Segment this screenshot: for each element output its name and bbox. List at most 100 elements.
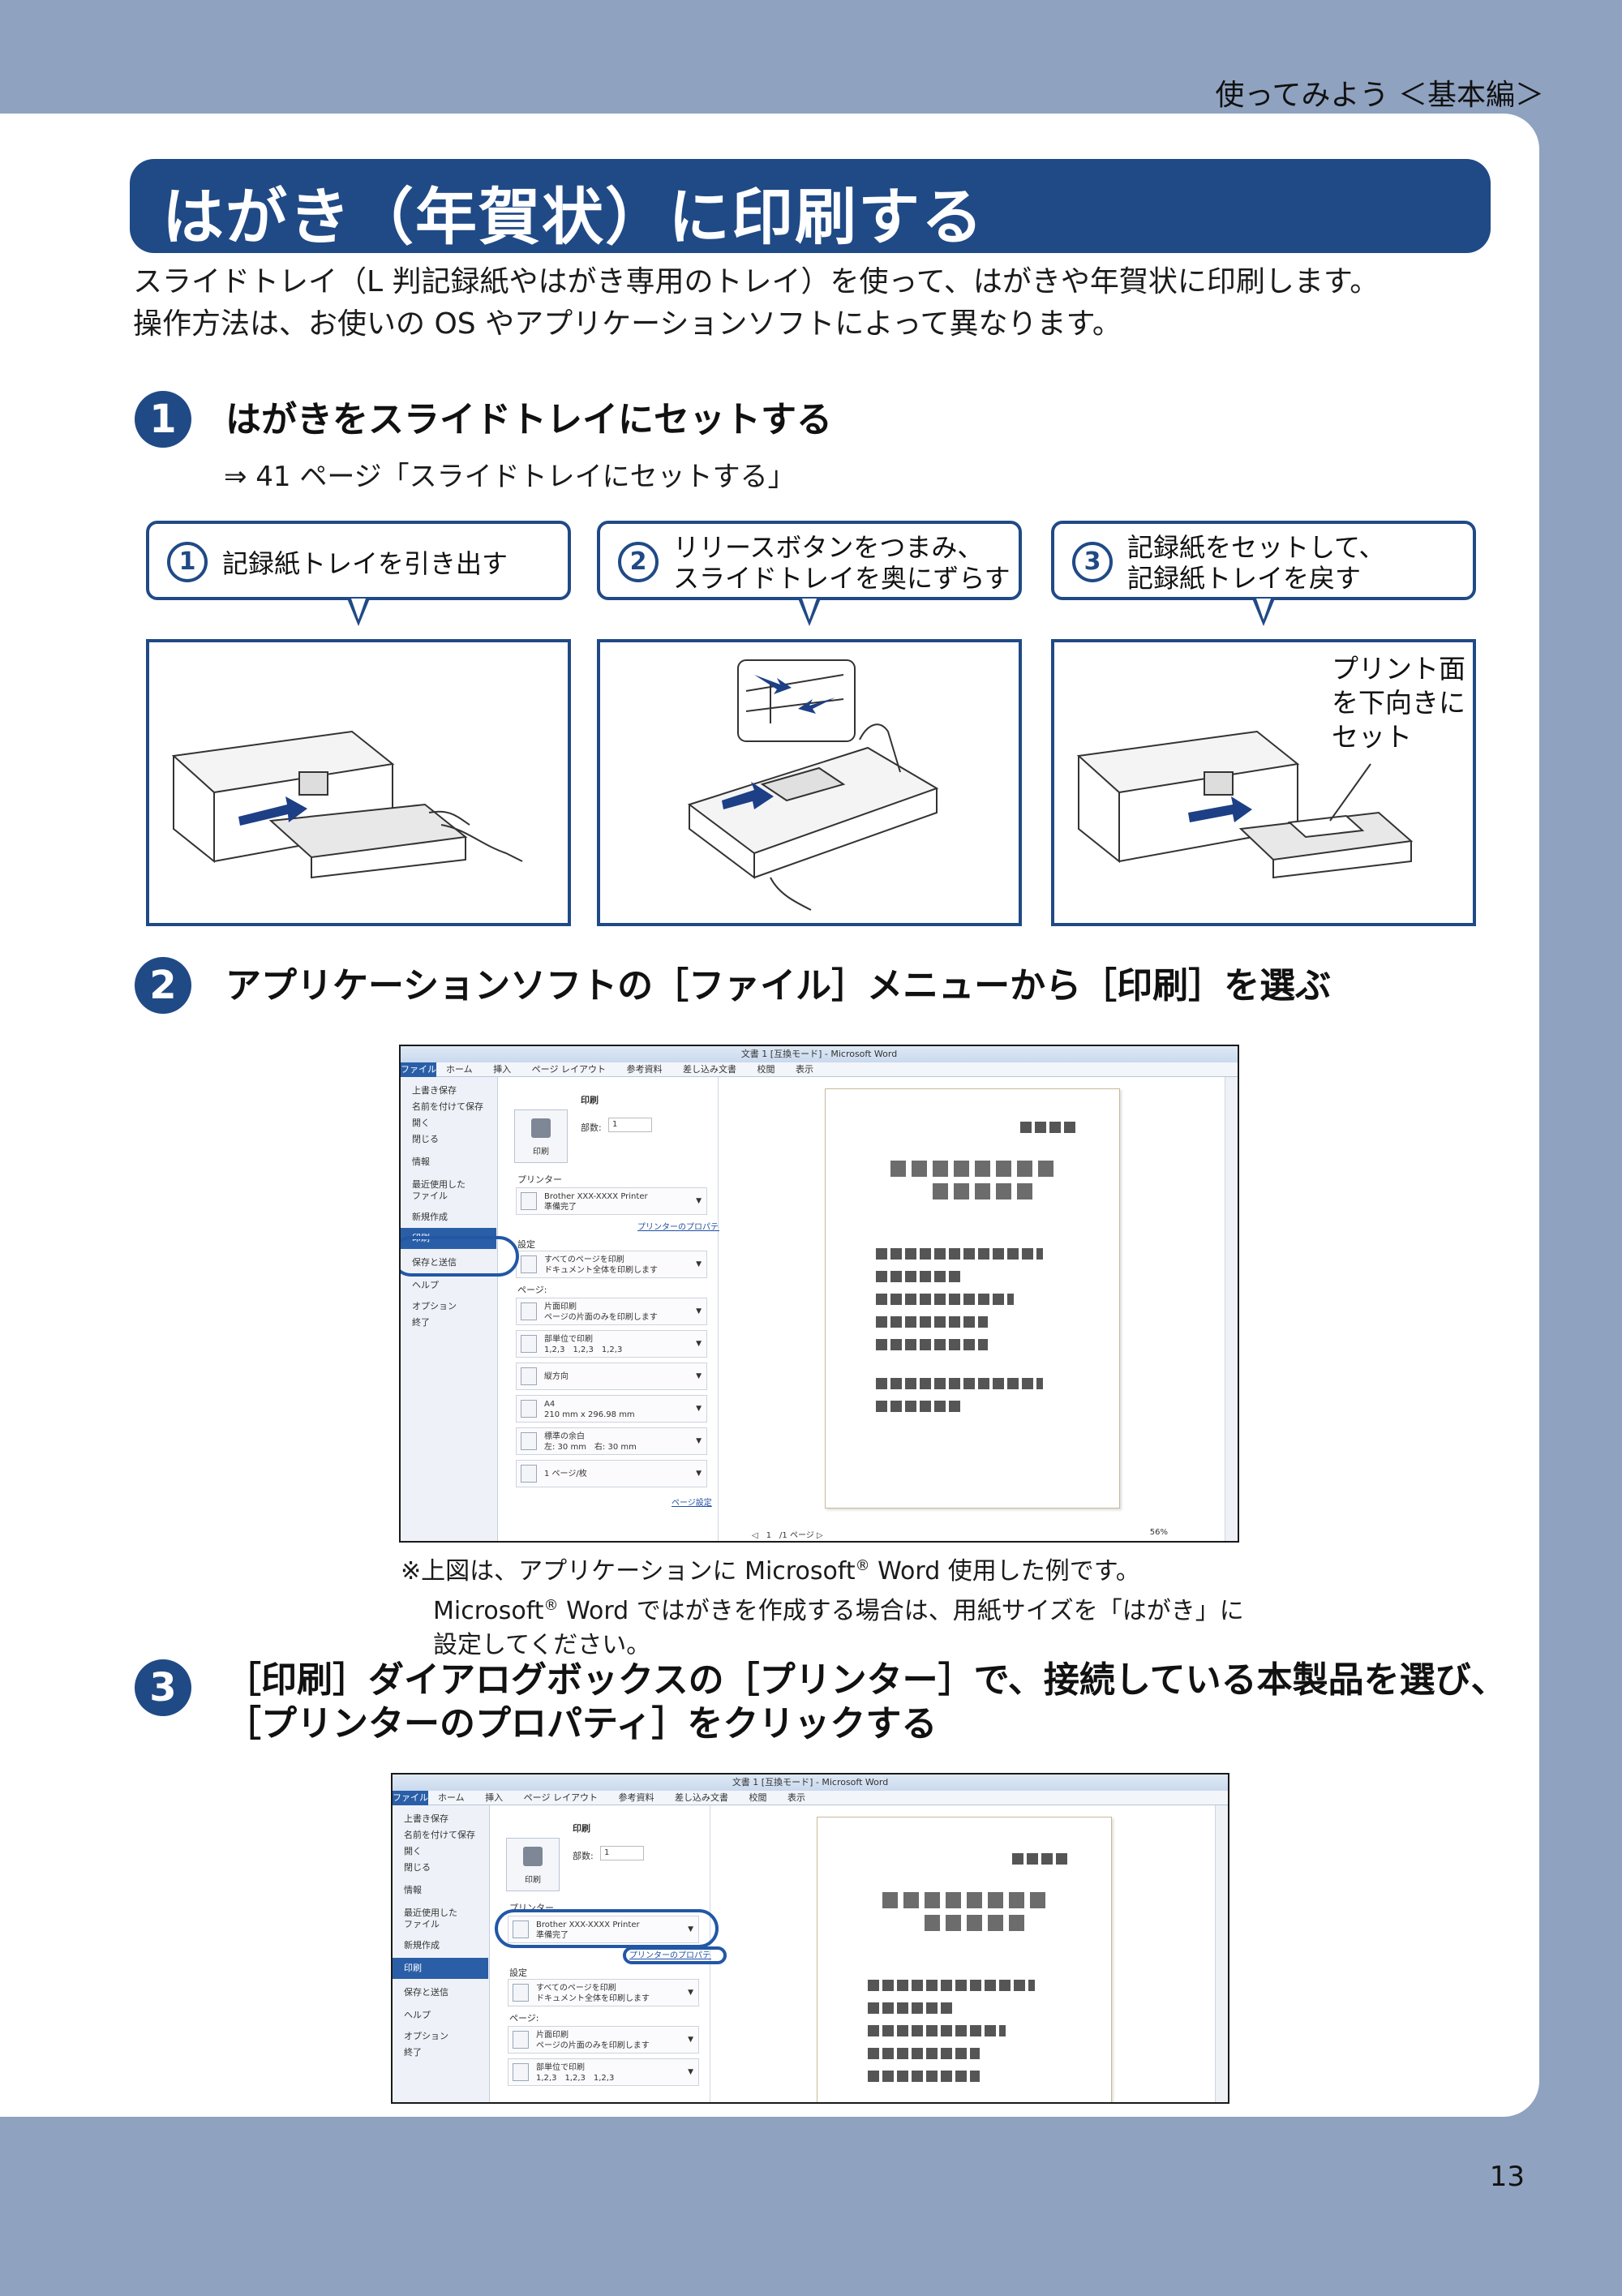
setting-margins[interactable]: 標準の余白左: 30 mm 右: 30 mm▼ [516, 1427, 707, 1455]
menu-save[interactable]: 上書き保存 [412, 1085, 457, 1096]
word-titlebar: 文書 1 [互換モード] - Microsoft Word [401, 1046, 1238, 1062]
bubble-2-number: 2 [618, 542, 659, 582]
print-side-label: プリント面 を下向きに セット [1332, 652, 1465, 754]
file-tab[interactable]: ファイル [393, 1791, 428, 1805]
word-window-1: 文書 1 [互換モード] - Microsoft Word ファイル ホーム 挿… [399, 1045, 1239, 1543]
printer-heading: プリンター [517, 1174, 562, 1185]
page-setup-link[interactable]: ページ設定 [672, 1499, 712, 1508]
bubble-1: 1 記録紙トレイを引き出す [146, 521, 571, 626]
tab-layout[interactable]: ページ レイアウト [523, 1792, 598, 1803]
tab-references[interactable]: 参考資料 [618, 1792, 654, 1803]
print-settings-panel: 印刷 印刷 部数: 1 プリンター Brother XXX-XXXX Print… [500, 1077, 726, 1541]
pages-label: ページ: [517, 1285, 547, 1295]
printer-select[interactable]: Brother XXX-XXXX Printer 準備完了 ▼ [516, 1187, 707, 1215]
page-navigator[interactable]: ◁ 1 /1 ページ ▷ [752, 1531, 823, 1540]
printer-set-paper-icon [1076, 730, 1414, 879]
menu-info[interactable]: 情報 [404, 1885, 422, 1895]
step-1-page-reference[interactable]: ⇒ 41 ページ「スライドトレイにセットする」 [224, 461, 796, 493]
tab-references[interactable]: 参考資料 [626, 1064, 663, 1075]
bubble-1-number: 1 [167, 542, 208, 582]
settings-heading: 設定 [517, 1239, 535, 1250]
print-button[interactable]: 印刷 [506, 1838, 560, 1891]
menu-options[interactable]: オプション [412, 1301, 457, 1311]
print-button[interactable]: 印刷 [514, 1109, 568, 1163]
menu-help[interactable]: ヘルプ [404, 2010, 431, 2020]
chevron-down-icon: ▼ [696, 1437, 702, 1445]
menu-open[interactable]: 開く [404, 1846, 422, 1856]
menu-recent-1[interactable]: 最近使用した [404, 1908, 457, 1918]
menu-recent-1[interactable]: 最近使用した [412, 1179, 466, 1190]
chevron-down-icon: ▼ [696, 1197, 702, 1205]
ribbon-tabs: ホーム 挿入 ページ レイアウト 参考資料 差し込み文書 校閲 表示 [446, 1062, 831, 1077]
intro-line-1: スライドトレイ（L 判記録紙やはがき専用のトレイ）を使って、はがきや年賀状に印刷… [133, 265, 1380, 298]
settings-heading: 設定 [509, 1968, 527, 1978]
vertical-scrollbar[interactable] [1215, 1805, 1228, 2102]
copies-input[interactable]: 1 [608, 1118, 652, 1132]
menu-close[interactable]: 閉じる [412, 1134, 439, 1144]
tab-insert[interactable]: 挿入 [493, 1064, 512, 1075]
printer-name: Brother XXX-XXXX Printer [536, 1920, 640, 1929]
chevron-down-icon: ▼ [688, 1989, 693, 1997]
tab-insert[interactable]: 挿入 [485, 1792, 504, 1803]
chevron-down-icon: ▼ [696, 1340, 702, 1348]
print-button-label: 印刷 [533, 1148, 549, 1157]
bubble-3-text-1: 記録紙をセットして、 [1127, 532, 1385, 563]
file-tab[interactable]: ファイル [401, 1062, 436, 1077]
tab-mailings[interactable]: 差し込み文書 [682, 1064, 736, 1075]
tab-home[interactable]: ホーム [446, 1064, 473, 1075]
printer-status: 準備完了 [544, 1203, 577, 1212]
tab-home[interactable]: ホーム [438, 1792, 465, 1803]
menu-save-send[interactable]: 保存と送信 [404, 1987, 448, 1998]
chevron-down-icon: ▼ [696, 1260, 702, 1268]
print-side-label-1: プリント面 [1332, 653, 1465, 685]
vertical-scrollbar[interactable] [1225, 1077, 1238, 1541]
printer-properties-link[interactable]: プリンターのプロパティ [637, 1223, 727, 1232]
setting-print-all[interactable]: すべてのページを印刷ドキュメント全体を印刷します▼ [516, 1251, 707, 1278]
menu-recent-2[interactable]: ファイル [404, 1919, 440, 1929]
zoom-level[interactable]: 56% [1149, 1528, 1168, 1537]
menu-info[interactable]: 情報 [412, 1157, 430, 1167]
menu-open[interactable]: 開く [412, 1118, 430, 1128]
intro-text: スライドトレイ（L 判記録紙やはがき専用のトレイ）を使って、はがきや年賀状に印刷… [133, 261, 1379, 345]
bubble-3-text-2: 記録紙トレイを戻す [1127, 563, 1362, 594]
menu-recent-2[interactable]: ファイル [412, 1191, 448, 1201]
menu-print[interactable]: 印刷 [393, 1958, 488, 1979]
print-preview: ◁ 1 /1 ページ ▷ 56% [719, 1077, 1225, 1541]
note-line-2: Microsoft® Word ではがきを作成する場合は、用紙サイズを「はがき」… [433, 1597, 1244, 1625]
menu-new[interactable]: 新規作成 [404, 1940, 440, 1951]
preview-paper [825, 1088, 1120, 1508]
setting-orientation[interactable]: 縦方向▼ [516, 1363, 707, 1390]
menu-help[interactable]: ヘルプ [412, 1280, 439, 1290]
menu-save[interactable]: 上書き保存 [404, 1813, 448, 1824]
setting-pages-per-sheet[interactable]: 1 ページ/枚▼ [516, 1460, 707, 1487]
menu-save-as[interactable]: 名前を付けて保存 [412, 1101, 483, 1112]
tab-review[interactable]: 校閲 [749, 1792, 767, 1803]
tab-view[interactable]: 表示 [787, 1792, 805, 1803]
menu-exit[interactable]: 終了 [404, 2047, 422, 2058]
copies-input[interactable]: 1 [600, 1846, 644, 1860]
menu-exit[interactable]: 終了 [412, 1317, 430, 1328]
menu-options[interactable]: オプション [404, 2031, 448, 2041]
tab-mailings[interactable]: 差し込み文書 [674, 1792, 728, 1803]
menu-save-send[interactable]: 保存と送信 [412, 1257, 457, 1268]
setting-print-all[interactable]: すべてのページを印刷ドキュメント全体を印刷します▼ [508, 1979, 699, 2006]
menu-close[interactable]: 閉じる [404, 1862, 431, 1873]
menu-new[interactable]: 新規作成 [412, 1212, 448, 1222]
step-3-title-2: ［プリンターのプロパティ］をクリックする [225, 1703, 938, 1745]
tab-review[interactable]: 校閲 [757, 1064, 775, 1075]
printer-icon [523, 1847, 543, 1866]
bubble-2-text-2: スライドトレイを奥にずらす [673, 563, 1011, 594]
setting-one-side[interactable]: 片面印刷ページの片面のみを印刷します▼ [516, 1298, 707, 1325]
printer-properties-link[interactable]: プリンターのプロパティ [629, 1951, 719, 1960]
backstage-menu: 上書き保存 名前を付けて保存 開く 閉じる 情報 最近使用した ファイル 新規作… [401, 1077, 498, 1541]
setting-one-side[interactable]: 片面印刷ページの片面のみを印刷します▼ [508, 2026, 699, 2054]
illustration-set-paper: プリント面 を下向きに セット [1051, 639, 1476, 926]
tab-view[interactable]: 表示 [795, 1064, 813, 1075]
print-preview [711, 1805, 1215, 2102]
tab-layout[interactable]: ページ レイアウト [531, 1064, 606, 1075]
print-settings-panel: 印刷 印刷 部数: 1 プリンター Brother XXX-XXXX Print… [491, 1805, 718, 2102]
menu-save-as[interactable]: 名前を付けて保存 [404, 1830, 475, 1840]
